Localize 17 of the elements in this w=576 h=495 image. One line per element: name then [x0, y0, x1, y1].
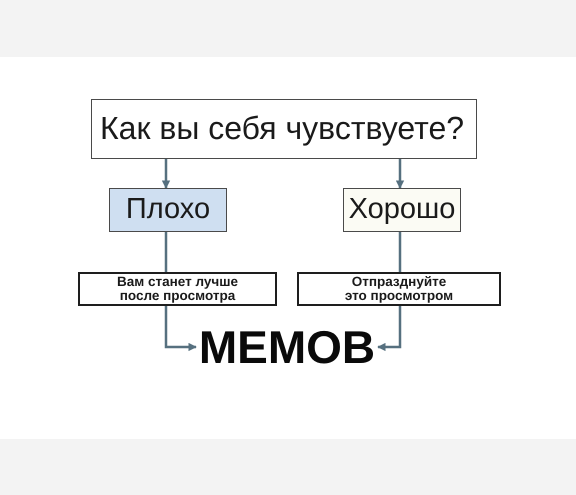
result-text: МЕМОВ: [198, 320, 376, 374]
answer-box: [343, 188, 461, 232]
answer-text: Хорошо: [348, 194, 456, 226]
advice-box: [297, 272, 501, 306]
arrow: [162, 159, 170, 189]
question-box: [91, 99, 477, 159]
arrow: [396, 159, 404, 189]
connector-line: [164, 232, 168, 272]
connector-line: [398, 232, 402, 272]
advice-text: Вам станет лучше после просмотра: [116, 274, 239, 304]
arrow: [377, 306, 402, 352]
answer-box: [109, 188, 227, 232]
question-text: Как вы себя чувствуете?: [100, 111, 464, 147]
arrow: [164, 306, 197, 352]
answer-text: Плохо: [126, 194, 210, 226]
advice-text: Отпразднуйте это просмотром: [344, 274, 454, 304]
advice-box: [78, 272, 277, 306]
